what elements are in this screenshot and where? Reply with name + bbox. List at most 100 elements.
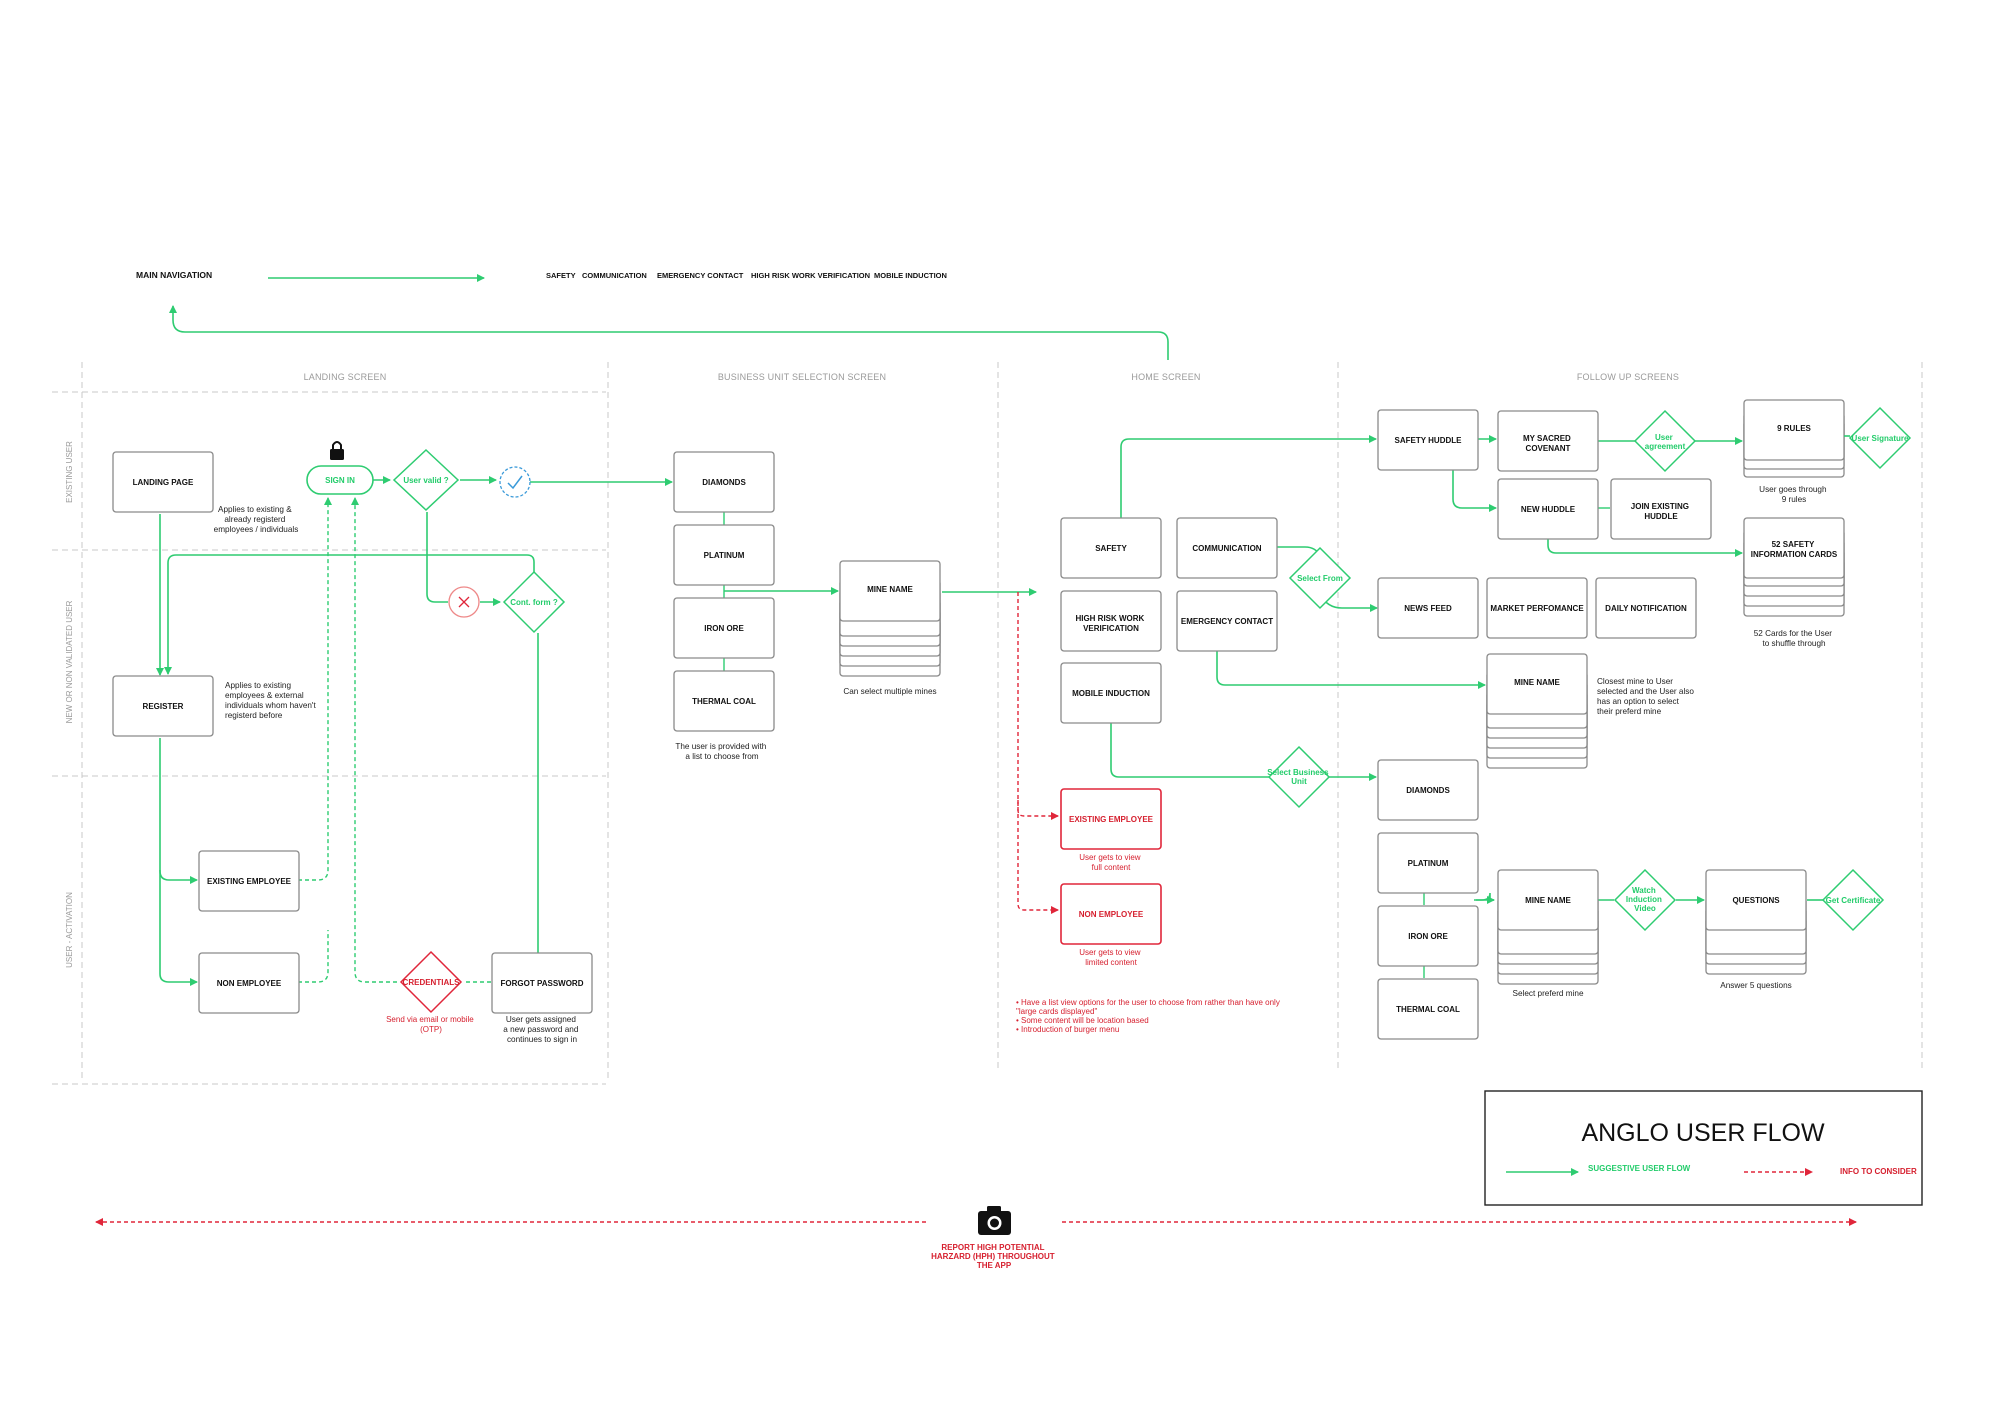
register-box[interactable] (112, 675, 214, 737)
bu-note: The user is provided with a list to choo… (675, 742, 768, 761)
bu-iron-ore-box[interactable] (673, 597, 775, 659)
bu-diamonds-box[interactable] (673, 451, 775, 513)
sacred-covenant-box[interactable] (1497, 410, 1599, 472)
follow-connectors (1423, 435, 1823, 978)
sign-in-button[interactable] (306, 465, 374, 495)
home-existing-employee-label: EXISTING EMPLOYEE (1069, 815, 1154, 824)
get-certificate-label: Get Certificate (1826, 896, 1881, 905)
watch-induction-video-label: Watch Induction Video (1626, 886, 1664, 913)
home-to-nav-connector (169, 305, 1169, 360)
daily-notification-box[interactable] (1595, 577, 1697, 639)
user-signature-decision (1848, 406, 1912, 470)
home-connectors (1017, 435, 1486, 914)
follow-platinum-box[interactable] (1377, 832, 1479, 894)
home-existing-employee-box[interactable] (1060, 788, 1162, 850)
nav-item-mobile-induction[interactable]: MOBILE INDUCTION (874, 271, 947, 280)
nav-item-high-risk-work-verification[interactable]: HIGH RISK WORK VERIFICATION (751, 271, 870, 280)
follow-thermal-coal-label: THERMAL COAL (1396, 1005, 1460, 1014)
nine-rules-note: User goes through 9 rules (1759, 485, 1829, 504)
home-communication-label: COMMUNICATION (1192, 544, 1261, 553)
bu-platinum-label: PLATINUM (704, 551, 745, 560)
sign-in-label: SIGN IN (325, 476, 355, 485)
follow-mine-name-label: MINE NAME (1514, 678, 1560, 687)
user-agreement-label: User agreement (1645, 433, 1686, 451)
business-connectors (723, 512, 1037, 671)
nav-items: SAFETY COMMUNICATION EMERGENCY CONTACT H… (546, 271, 947, 280)
home-existing-employee-note: User gets to view full content (1079, 853, 1143, 872)
follow-diamonds-box[interactable] (1377, 759, 1479, 821)
camera-icon[interactable] (978, 1206, 1011, 1235)
nav-item-emergency-contact[interactable]: EMERGENCY CONTACT (657, 271, 744, 280)
credentials-decision (399, 950, 463, 1014)
select-mine-note: Select preferd mine (1513, 989, 1584, 998)
section-follow-up-screens: FOLLOW UP SCREENS (1577, 372, 1679, 382)
select-mine-stack[interactable] (1497, 869, 1599, 985)
non-employee-box[interactable] (198, 952, 300, 1014)
select-business-unit-label: Select Business Unit (1267, 768, 1331, 786)
credentials-note: Send via email or mobile (OTP) (386, 1015, 476, 1034)
check-icon (499, 466, 531, 498)
landing-page-box[interactable] (112, 451, 214, 513)
new-huddle-label: NEW HUDDLE (1521, 505, 1576, 514)
landing-connectors (156, 476, 673, 986)
landing-page-label: LANDING PAGE (133, 478, 194, 487)
questions-note: Answer 5 questions (1720, 981, 1791, 990)
user-valid-label: User valid ? (403, 476, 448, 485)
existing-employee-box[interactable] (198, 850, 300, 912)
home-safety-label: SAFETY (1095, 544, 1127, 553)
home-safety-box[interactable] (1060, 517, 1162, 579)
home-high-risk-label: HIGH RISK WORK VERIFICATION (1075, 614, 1146, 633)
forgot-password-box[interactable] (491, 952, 593, 1014)
home-non-employee-note: User gets to view limited content (1079, 948, 1143, 967)
select-from-decision (1288, 546, 1352, 610)
select-mine-label: MINE NAME (1525, 896, 1571, 905)
forgot-password-label: FORGOT PASSWORD (501, 979, 584, 988)
home-high-risk-box[interactable] (1060, 590, 1162, 652)
home-communication-box[interactable] (1176, 517, 1278, 579)
forgot-password-note: User gets assigned a new password and co… (503, 1015, 580, 1044)
follow-iron-ore-label: IRON ORE (1408, 932, 1448, 941)
follow-iron-ore-box[interactable] (1377, 905, 1479, 967)
join-existing-huddle-label: JOIN EXISTING HUDDLE (1631, 502, 1691, 521)
lane-user-activation: USER - ACTIVATION (65, 892, 74, 968)
nine-rules-stack[interactable] (1743, 399, 1845, 478)
safety-cards-note: 52 Cards for the User to shuffle through (1754, 629, 1835, 648)
safety-cards-stack[interactable] (1743, 517, 1845, 617)
questions-stack[interactable] (1705, 869, 1807, 975)
main-navigation-label: MAIN NAVIGATION (136, 270, 212, 280)
bu-thermal-coal-box[interactable] (673, 670, 775, 732)
home-emergency-contact-box[interactable] (1176, 590, 1278, 652)
select-business-unit-decision (1267, 745, 1331, 809)
report-hazard-label: REPORT HIGH POTENTIAL HARZARD (HPH) THRO… (931, 1243, 1057, 1270)
follow-diamonds-label: DIAMONDS (1406, 786, 1450, 795)
market-performance-label: MARKET PERFOMANCE (1490, 604, 1584, 613)
mine-name-stack[interactable] (839, 560, 941, 677)
market-performance-box[interactable] (1486, 577, 1588, 639)
sacred-covenant-label: MY SACRED COVENANT (1523, 434, 1573, 453)
nav-item-communication[interactable]: COMMUNICATION (582, 271, 647, 280)
safety-huddle-box[interactable] (1377, 409, 1479, 471)
news-feed-box[interactable] (1377, 577, 1479, 639)
lane-new-user: NEW OR NON VALIDATED USER (65, 600, 74, 723)
section-separators (52, 362, 1923, 1085)
non-employee-label: NON EMPLOYEE (217, 979, 282, 988)
home-emergency-contact-label: EMERGENCY CONTACT (1181, 617, 1273, 626)
join-existing-huddle-box[interactable] (1610, 478, 1712, 540)
register-label: REGISTER (143, 702, 184, 711)
nav-item-safety[interactable]: SAFETY (546, 271, 576, 280)
get-certificate-decision (1821, 868, 1885, 932)
home-non-employee-label: NON EMPLOYEE (1079, 910, 1144, 919)
home-info-notes: • Have a list view options for the user … (1016, 998, 1282, 1034)
home-non-employee-box[interactable] (1060, 883, 1162, 945)
follow-mine-name-stack[interactable] (1486, 653, 1588, 769)
follow-thermal-coal-box[interactable] (1377, 978, 1479, 1040)
section-home-screen: HOME SCREEN (1131, 372, 1200, 382)
new-huddle-box[interactable] (1497, 478, 1599, 540)
news-feed-label: NEWS FEED (1404, 604, 1452, 613)
safety-huddle-label: SAFETY HUDDLE (1395, 436, 1463, 445)
bu-thermal-coal-label: THERMAL COAL (692, 697, 756, 706)
watch-induction-video-decision (1613, 868, 1677, 932)
home-mobile-induction-box[interactable] (1060, 662, 1162, 724)
bu-platinum-box[interactable] (673, 524, 775, 586)
